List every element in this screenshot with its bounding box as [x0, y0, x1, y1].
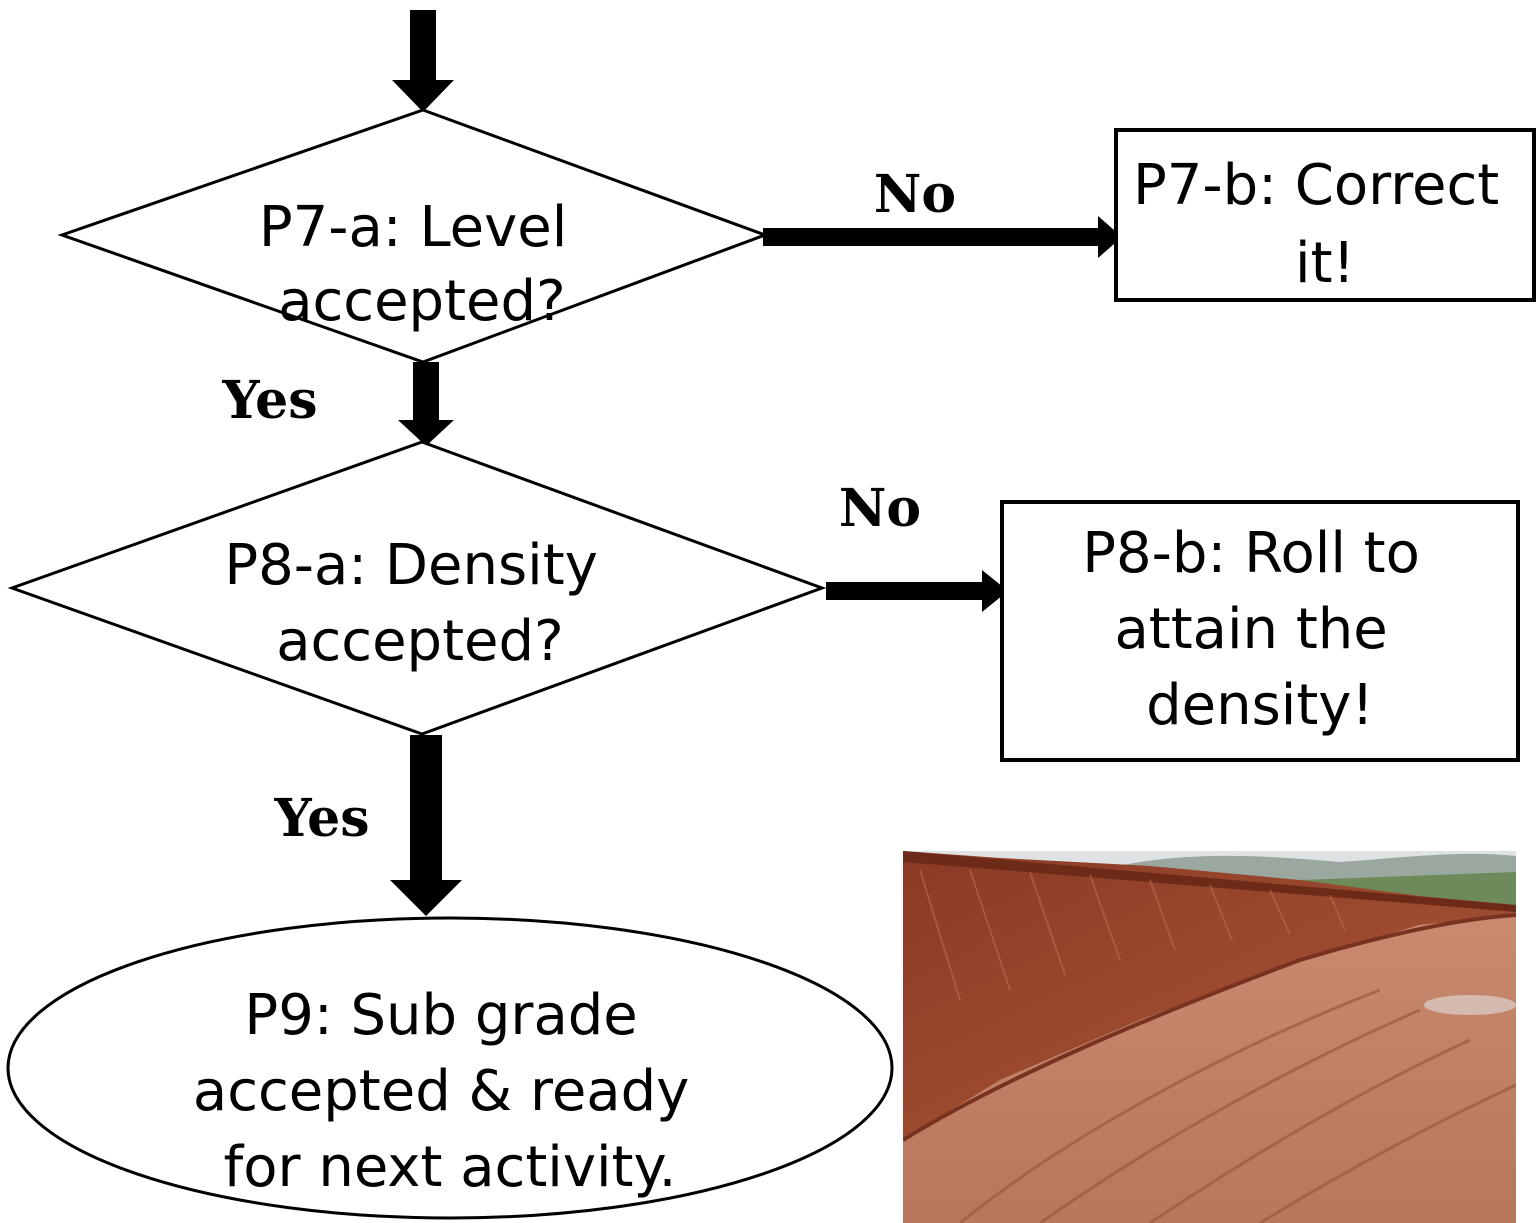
arrow-p7a-no — [763, 216, 1122, 258]
terminal-p9-label: P9: Sub grade accepted & ready for next … — [193, 983, 707, 1200]
arrow-p8a-no — [826, 570, 1008, 612]
process-p7b-box — [1114, 128, 1536, 302]
label-p7a-yes: Yes — [222, 370, 318, 431]
label-p7a-no: No — [874, 164, 956, 225]
decision-p7a-label: P7-a: Level accepted? — [259, 195, 585, 334]
process-p8b-label: P8-b: Roll to attain the density! — [1082, 521, 1437, 738]
embankment-photo — [903, 851, 1516, 1223]
arrow-p8a-yes — [390, 735, 462, 916]
arrow-p7a-yes — [398, 362, 454, 446]
process-p7b-label: P7-b: Correct it! — [1133, 153, 1517, 296]
label-p8a-no: No — [839, 478, 921, 539]
decision-p8a-shape — [7, 440, 827, 736]
label-p8a-yes: Yes — [274, 788, 370, 849]
decision-p8a-label: P8-a: Density accepted? — [224, 533, 615, 674]
process-p8b-box — [1000, 500, 1520, 762]
incoming-arrow — [392, 10, 454, 112]
terminal-p9-shape — [6, 916, 894, 1220]
